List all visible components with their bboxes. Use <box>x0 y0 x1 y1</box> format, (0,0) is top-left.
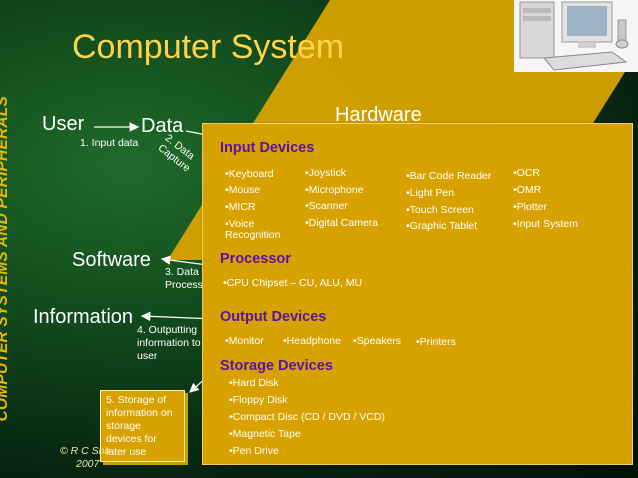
input-item: •Keyboard <box>225 168 274 180</box>
input-item: •Plotter <box>513 201 548 213</box>
information-label: Information <box>33 306 134 328</box>
input-item: •Light Pen <box>406 187 455 199</box>
input-item: •Scanner <box>305 200 348 212</box>
step-3-label-line1: 3. Data <box>165 266 199 278</box>
input-devices-title: Input Devices <box>220 140 315 156</box>
step-4-label-line3: user <box>137 350 158 362</box>
software-label: Software <box>72 249 151 271</box>
input-item: •Voice <box>225 218 255 230</box>
storage-item: •Pen Drive <box>229 445 279 457</box>
input-item: •Mouse <box>225 184 261 196</box>
storage-item: •Compact Disc (CD / DVD / VCD) <box>229 411 385 423</box>
output-item: •Printers <box>416 336 456 348</box>
processor-item: •CPU Chipset – CU, ALU, MU <box>223 277 363 289</box>
storage-item: •Magnetic Tape <box>229 428 301 440</box>
step-5-line5: later use <box>106 446 147 458</box>
input-item: •MICR <box>225 201 256 213</box>
output-item: •Speakers <box>353 335 402 347</box>
storage-item: •Floppy Disk <box>229 394 288 406</box>
input-item: •Bar Code Reader <box>406 170 492 182</box>
step-5-line1: 5. Storage of <box>106 394 167 406</box>
copyright-line1: © R C Sha <box>60 445 111 457</box>
hardware-panel: Input Devices •Keyboard •Mouse •MICR •Vo… <box>202 123 633 465</box>
output-item: •Headphone <box>283 335 341 347</box>
step-4-label-line2: information to <box>137 337 201 349</box>
output-devices-title: Output Devices <box>220 309 327 325</box>
step-5-line2: information on <box>106 407 173 419</box>
copyright-line2: 2007 <box>76 458 100 470</box>
step-5-line3: storage <box>106 420 142 432</box>
computer-image <box>514 0 638 72</box>
input-item: •OMR <box>513 184 542 196</box>
input-item: •Digital Camera <box>305 217 379 229</box>
step-5-line4: devices for <box>106 433 157 445</box>
storage-item: •Hard Disk <box>229 377 279 389</box>
output-item: •Monitor <box>225 335 264 347</box>
input-item: •Microphone <box>305 184 364 196</box>
input-item: •Touch Screen <box>406 204 474 216</box>
user-label: User <box>42 113 85 135</box>
data-label: Data <box>141 115 184 137</box>
input-item: •Graphic Tablet <box>406 220 478 232</box>
processor-title: Processor <box>220 251 291 267</box>
storage-devices-title: Storage Devices <box>220 358 333 374</box>
input-item: Recognition <box>225 229 281 241</box>
page-title: Computer System <box>72 28 345 66</box>
step-4-label-line1: 4. Outputting <box>137 324 198 336</box>
input-item: •Joystick <box>305 167 347 179</box>
step-1-label: 1. Input data <box>80 137 139 149</box>
copyright: © R C Sha 2007 <box>60 445 110 471</box>
storage-step-box: 5. Storage of information on storage dev… <box>100 390 185 462</box>
input-item: •OCR <box>513 167 541 179</box>
input-item: •Input System <box>513 218 578 230</box>
hardware-label: Hardware <box>335 104 422 126</box>
